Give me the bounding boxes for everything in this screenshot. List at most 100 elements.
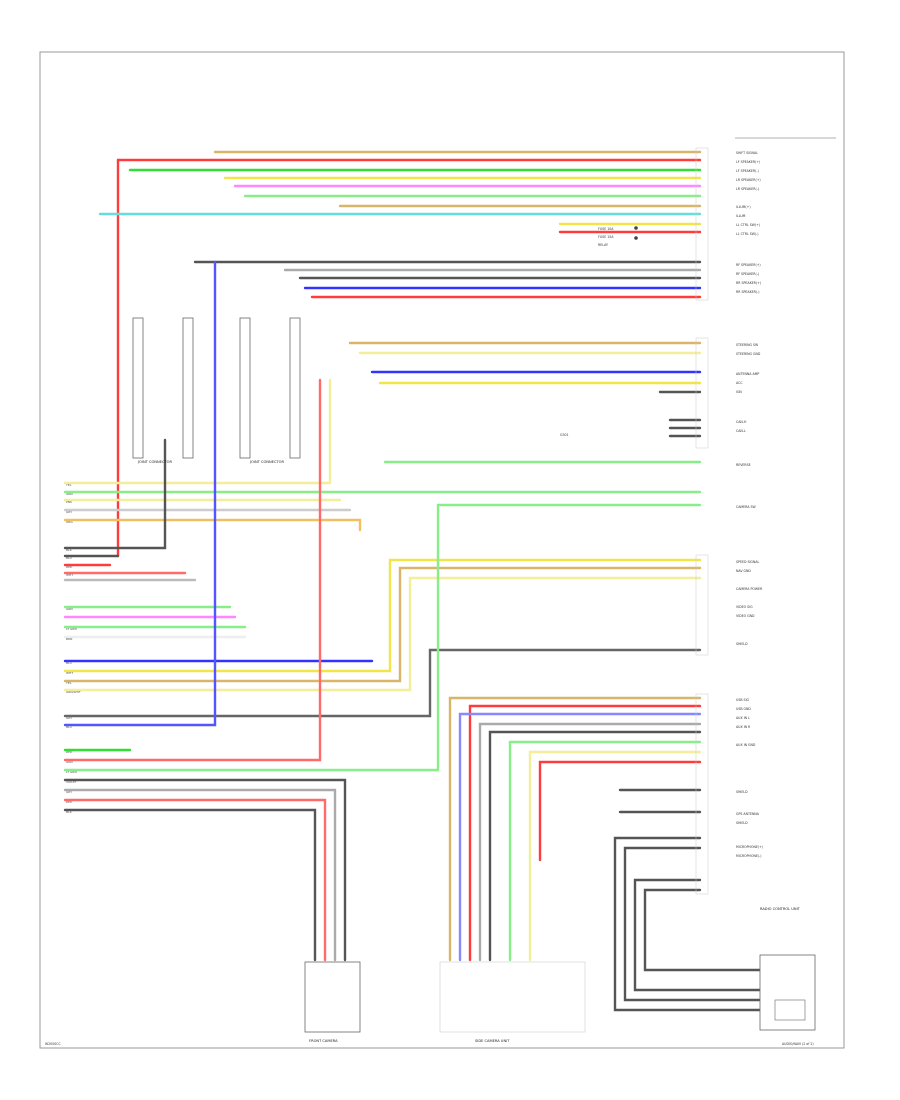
wire-gray-lr [478,722,702,962]
radio-control-label: RADIO CONTROL UNIT [760,907,801,911]
wire-blue-lr [458,712,702,962]
wire-tan-lr [448,696,702,962]
right-label: USB SIG [736,698,750,702]
wire-gray-left-3 [63,648,702,718]
left-pin-label: WHT [66,671,73,675]
wire-black-cam-1 [63,778,347,962]
left-pin-label: RED [66,800,73,804]
right-label: RF SPEAKER(+) [736,263,761,267]
left-pin-label: GRN [66,607,73,611]
right-label: VIDEO SIG [736,605,753,609]
inline-connector-1 [132,317,144,459]
left-pin-label: BLU [66,725,72,729]
right-label: STEERING GND [736,352,761,356]
left-pin-label: BLK [66,548,73,552]
wire-lightgreen-left-2 [63,503,702,772]
right-label: SHIELD [736,642,748,646]
fuse-block: FUSE 10A FUSE 15A RELAY G301 [560,226,638,437]
wire-tan-left [63,566,702,683]
left-pin-label: GRY [66,510,72,514]
right-label: GPS ANTENNA [736,812,760,816]
wire-orange-left [63,518,362,532]
wire-lightyellow-lr [528,750,702,962]
wire-black-left-1 [63,438,167,550]
inline-connector-3 [239,317,251,459]
right-label: ILLUM [736,214,746,218]
left-pin-label: GRN/WHT [66,690,81,694]
wire-black-lr-7 [643,888,762,972]
left-pin-label: ORG [66,520,73,524]
junction-label-1: JOINT CONNECTOR [137,460,172,464]
wire-gray-cam [63,788,337,962]
radio-control-inner [774,999,806,1021]
right-label: CAMERA SW [736,505,756,509]
wire-blue-left-2 [63,260,217,727]
right-label: AUX IN L [736,716,750,720]
right-connector-terminals [695,147,709,895]
right-label: SHIELD [736,821,748,825]
front-camera-label: FRONT CAMERA [309,1039,338,1043]
right-label: ACC [736,381,743,385]
right-label: USB GND [736,707,751,711]
left-pin-label: GRN [66,492,73,496]
right-label: CAMERA POWER [736,587,763,591]
right-label: AUX IN R [736,725,751,729]
wire-black-lr-6 [633,878,762,992]
left-pin-label: RED [66,565,73,569]
right-label: RF SPEAKER(-) [736,272,759,276]
right-label: ILLUM(+) [736,205,751,209]
left-pin-label: BLU [66,661,72,665]
left-pin-label: BLU [66,556,72,560]
left-pin-label: BRN [66,637,72,641]
side-camera-unit-label: SIDE CAMERA UNIT [475,1039,510,1043]
wire-black-lr-5 [623,846,762,1002]
wire-red-lr-2 [538,760,702,862]
right-label: SHIFT SIGNAL [736,151,758,155]
ground-label: G301 [560,433,569,437]
right-label: RR SPEAKER(-) [736,290,760,294]
right-label: CAN-H [736,420,747,424]
right-label: STEERING SW [736,343,759,347]
right-label: SHIELD [736,790,748,794]
footer-left: W2000CC [45,1042,61,1046]
left-pin-labels: YEL GRN PNK GRY ORG BLK BLU RED WHT GRN … [66,483,81,814]
fuse-item-2: FUSE 15A [598,235,614,239]
diagram-frame [39,51,845,1049]
left-pin-label: LT GRN [66,770,77,774]
fuse-item-3: RELAY [598,243,608,247]
right-label: LR SPEAKER(-) [736,187,759,191]
wire-black-lr-4 [613,836,762,1012]
left-pin-label: GRN [66,760,73,764]
right-label: AUX IN GND [736,743,756,747]
right-label: LR SPEAKER(+) [736,178,761,182]
right-label: RR SPEAKER(+) [736,281,761,285]
wire-lightgreen-lr [508,740,702,962]
wire-yellow-left-1 [63,378,332,485]
inline-connector-2 [182,317,194,459]
left-pin-label: GRY [66,790,72,794]
right-label: NAV GND [736,569,751,573]
left-pin-label: PNK [66,500,73,504]
right-label: ANTENNA AMP [736,372,759,376]
left-pin-label: YEL [66,483,72,487]
right-label: IGN [736,390,742,394]
inline-connector-4 [289,317,301,459]
junction-label-2: JOINT CONNECTOR [249,460,284,464]
right-label: LF SPEAKER(-) [736,169,759,173]
wire-red-cam [63,798,327,962]
left-pin-label: RED [66,750,73,754]
wires [63,150,762,1012]
right-label: MICROPHONE(+) [736,845,763,849]
fuse-item-1: FUSE 10A [598,227,614,231]
right-label: MICROPHONE(-) [736,854,762,858]
wire-red-lr [468,704,702,962]
inline-connectors [132,317,301,459]
left-pin-label: LT GRN [66,627,77,631]
wire-lightyellow-left [63,576,702,692]
left-pin-label: BLK [66,810,73,814]
footer-right: AUDIO/NAVI (2 of 2) [782,1042,814,1046]
wire-yellow-left-2 [63,558,702,673]
left-pin-label: GRY [66,716,72,720]
left-pin-label: WHT [66,573,73,577]
